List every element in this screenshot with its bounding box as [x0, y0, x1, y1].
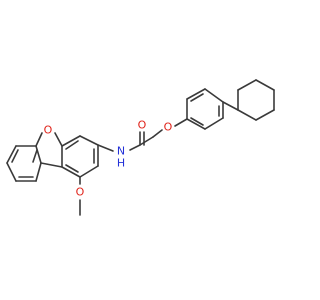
n-aryl-bond: [97, 144, 114, 152]
dibenzofuran-right-ring: [61, 135, 99, 178]
cyclohexyl-ring: [237, 79, 275, 121]
ether-oxygen-label: O: [164, 121, 173, 134]
molecule-diagram: O O O N H O: [6, 79, 275, 216]
phenyl-ring: [186, 88, 224, 130]
furan-oxygen-label: O: [44, 124, 53, 137]
amide-hydrogen-label: H: [117, 157, 125, 170]
ether-ch2-bond: [152, 129, 163, 138]
carbonyl-n-bond: [129, 144, 141, 151]
cyclohexyl-phenyl-bond: [222, 101, 239, 111]
carbonyl-oxygen-label: O: [138, 119, 147, 132]
ch2-carbonyl-bond: [139, 136, 154, 146]
phenyl-ether-bond: [174, 118, 188, 127]
structure-drawing: O O O N H O: [6, 79, 275, 216]
furan-ring: [35, 132, 63, 168]
methoxy-oxygen-label: O: [76, 186, 85, 199]
dibenzofuran-left-ring: [6, 145, 42, 182]
amide-nitrogen-label: N: [117, 145, 125, 158]
